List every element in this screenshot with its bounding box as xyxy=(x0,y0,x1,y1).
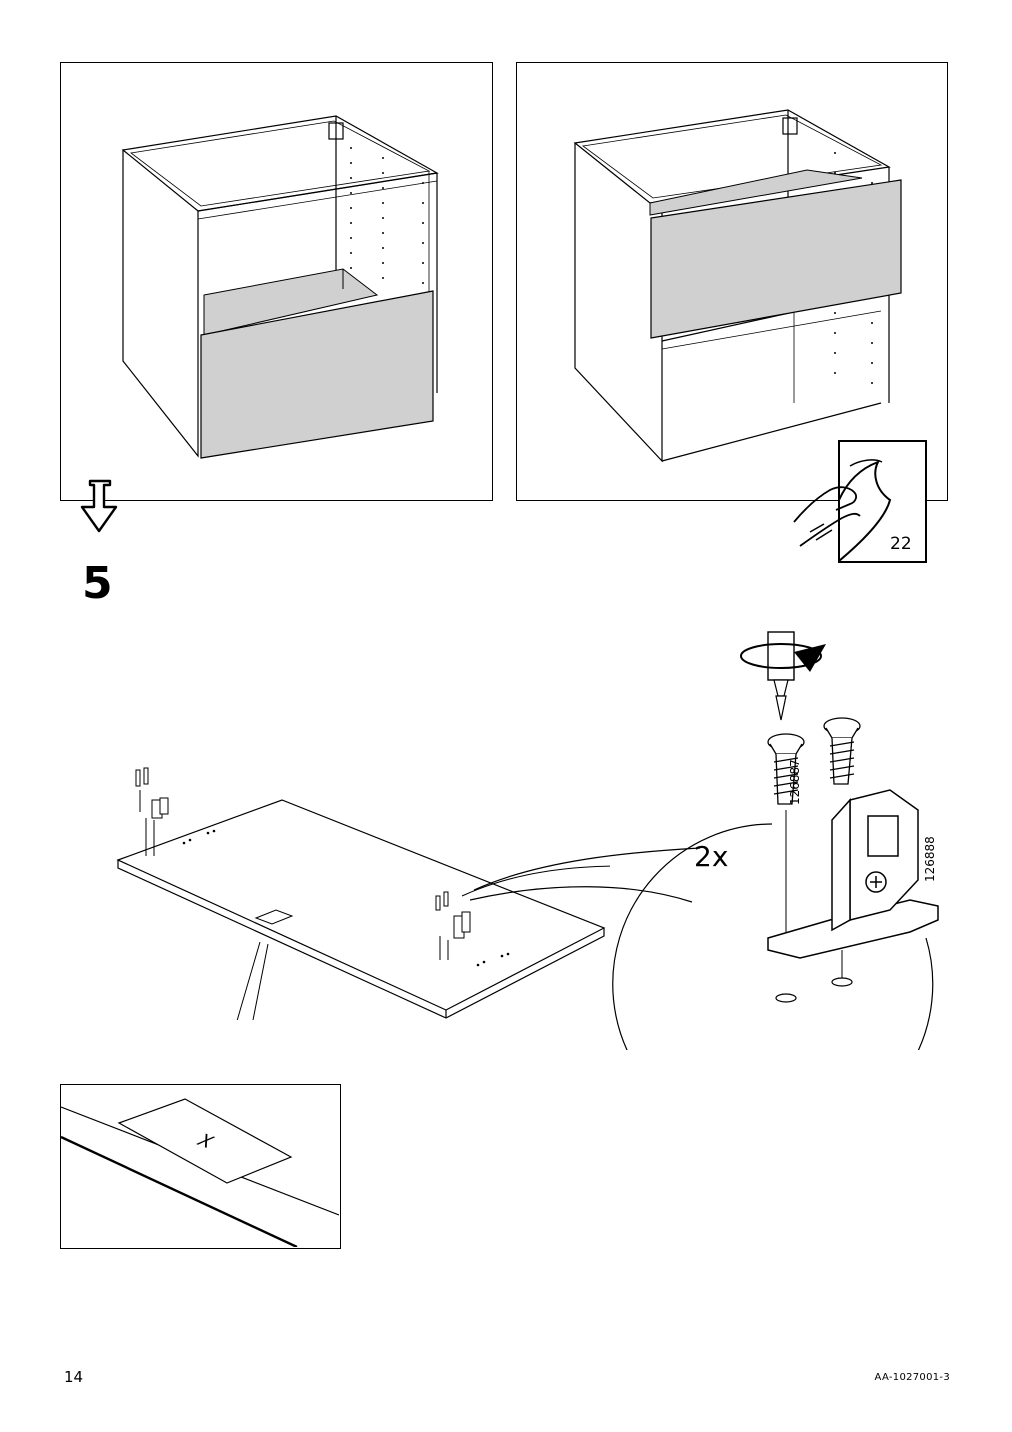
step-number: 5 xyxy=(82,558,113,609)
bracket-zoom-detail xyxy=(470,620,970,1050)
page-reference-number: 22 xyxy=(890,534,912,554)
board-with-brackets-illustration xyxy=(116,767,610,1020)
bracket-zoom-illustration xyxy=(470,631,939,1050)
quantity-label: 2x xyxy=(694,840,729,873)
panel-cabinet-top-drawer xyxy=(516,62,948,501)
continue-arrow xyxy=(76,477,122,535)
cabinet-bottom-drawer-illustration xyxy=(121,115,439,459)
bracket-part-number: 126888 xyxy=(923,836,937,882)
page-turn-hand-icon xyxy=(793,440,927,564)
screwdriver-rotate-icon xyxy=(740,631,826,721)
panel-cabinet-bottom-drawer xyxy=(60,62,493,501)
down-arrow-icon xyxy=(80,479,118,533)
panel-label-slot-detail: X xyxy=(60,1084,341,1249)
page-number: 14 xyxy=(64,1368,84,1386)
board-assembly xyxy=(110,760,610,1020)
document-code: AA-1027001-3 xyxy=(874,1372,950,1383)
cabinet-top-drawer-illustration xyxy=(573,109,902,463)
label-slot-illustration xyxy=(61,1098,339,1247)
screw-part-number: 126887 xyxy=(788,759,802,805)
page-reference-box: 22 xyxy=(790,440,928,564)
